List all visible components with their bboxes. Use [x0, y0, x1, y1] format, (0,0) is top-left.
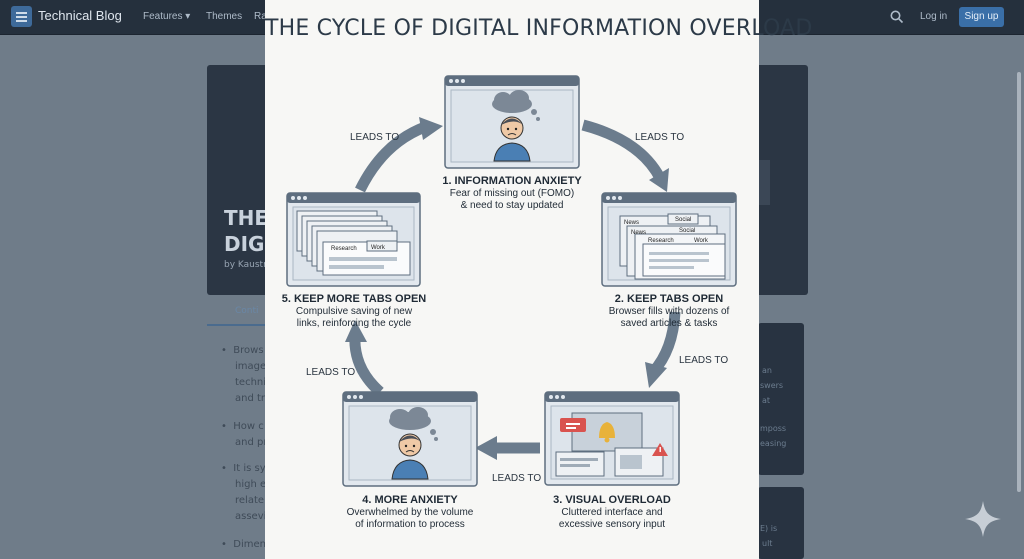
stage-description: links, reinforcing the cycle [296, 318, 412, 329]
sidebar-text: ult [762, 539, 773, 548]
stage-heading: 5. KEEP MORE TABS OPEN [281, 293, 427, 305]
list-item: • How c [221, 421, 264, 432]
tab-label: Research [648, 238, 674, 244]
login-link[interactable]: Log in [920, 11, 948, 22]
arrowhead-icon [475, 436, 497, 460]
tab-label: Work [371, 245, 386, 251]
stage-description: Cluttered interface and [561, 507, 663, 518]
sidebar-text: easing [760, 439, 787, 448]
sidebar-text: mposs [760, 424, 787, 433]
sparkle-icon [965, 501, 1001, 537]
person-worried-icon [391, 433, 429, 480]
stage-description: excessive sensory input [558, 519, 666, 530]
list-item: • Dimen [221, 539, 266, 550]
article-byline: by Kaustr [224, 260, 267, 270]
stage-description: Overwhelmed by the volume [346, 507, 474, 518]
sidebar-text: swers [760, 381, 784, 390]
list-item: • Brows [221, 345, 264, 356]
stage-5-window: Research Work [286, 192, 421, 287]
chat-alert-icon [560, 418, 586, 432]
sidebar-text: at [762, 396, 771, 405]
site-brand[interactable]: Technical Blog [38, 8, 122, 23]
leads-to-label: LEADS TO [492, 473, 542, 484]
stage-1-window [444, 75, 580, 169]
arrowhead-icon [419, 117, 443, 140]
tab-label: Research [331, 246, 357, 252]
leads-to-label: LEADS TO [679, 355, 729, 366]
nav-item-themes[interactable]: Themes [206, 11, 243, 22]
list-item-line: relate [235, 495, 265, 506]
list-item-line: image [235, 361, 267, 372]
storm-cloud-icon [492, 90, 540, 121]
stage-3-caption: 3. VISUAL OVERLOAD Cluttered interface a… [512, 494, 712, 531]
stage-2-caption: 2. KEEP TABS OPEN Browser fills with doz… [569, 293, 769, 330]
stage-description: of information to process [355, 519, 465, 530]
arrowhead-icon [645, 362, 667, 388]
arrow-5-to-1 [355, 121, 428, 193]
arrowhead-icon [345, 320, 367, 342]
tab-label: News [624, 220, 639, 226]
list-item-line: high e [235, 479, 267, 490]
blog-logo-icon[interactable] [11, 6, 32, 27]
sidebar-text: E) is [760, 524, 778, 533]
stage-5-caption: 5. KEEP MORE TABS OPEN Compulsive saving… [254, 293, 454, 330]
tab-label: Work [694, 238, 709, 244]
stage-description: Fear of missing out (FOMO) [449, 188, 575, 199]
stage-heading: 2. KEEP TABS OPEN [614, 293, 724, 305]
stage-heading: 3. VISUAL OVERLOAD [553, 494, 671, 506]
tab-contents[interactable]: Conti [207, 300, 265, 326]
cycle-diagram: News Social News Social Research Work [286, 75, 737, 487]
list-item-line: techni [235, 377, 267, 388]
arrow-heads [345, 117, 669, 460]
sidebar-text: an [762, 366, 772, 375]
stage-description: & need to stay updated [460, 200, 564, 211]
arrow-4-to-5 [349, 334, 384, 397]
signup-button[interactable]: Sign up [959, 7, 1004, 27]
stage-heading: 1. INFORMATION ANXIETY [442, 175, 582, 187]
stage-3-window [544, 391, 680, 486]
bell-icon [599, 422, 615, 443]
tab-label: Social [679, 228, 695, 234]
arrowhead-icon [649, 168, 669, 192]
stage-4-window [342, 391, 478, 487]
leads-to-label: LEADS TO [635, 132, 685, 143]
infographic-modal: News Social News Social Research Work [265, 0, 813, 559]
search-icon[interactable] [890, 10, 904, 24]
storm-cloud-icon [389, 407, 438, 441]
list-item-line: and pr [235, 437, 268, 448]
tab-label: Social [675, 217, 691, 223]
page-scrollbar[interactable] [1017, 72, 1021, 492]
stage-description: Browser fills with dozens of [608, 306, 730, 317]
list-item-line: and tr [235, 393, 266, 404]
nav-item-features[interactable]: Features ▾ [143, 11, 191, 22]
stage-description: saved articles & tasks [620, 318, 718, 329]
stage-4-caption: 4. MORE ANXIETY Overwhelmed by the volum… [310, 494, 510, 531]
list-item-line: assevi [235, 511, 267, 522]
sidebar-card: an swers at mposs easing [758, 323, 804, 475]
stage-2-window: News Social News Social Research Work [601, 192, 737, 287]
tab-label: News [631, 230, 646, 236]
stage-description: Compulsive saving of new [295, 306, 413, 317]
stage-heading: 4. MORE ANXIETY [362, 494, 458, 506]
stage-1-caption: 1. INFORMATION ANXIETY Fear of missing o… [412, 175, 612, 212]
sidebar-card: E) is ult [758, 487, 804, 559]
nav-item-truncated[interactable]: Ra [254, 11, 267, 22]
chevron-down-icon: ▾ [185, 11, 191, 22]
leads-to-label: LEADS TO [306, 367, 356, 378]
person-worried-icon [493, 116, 531, 162]
arrow-1-to-2 [581, 119, 665, 181]
warning-icon [652, 443, 668, 456]
infographic-title: THE CYCLE OF DIGITAL INFORMATION OVERLOA… [265, 16, 813, 41]
leads-to-label: LEADS TO [350, 132, 400, 143]
list-item: • It is sy [221, 463, 266, 474]
